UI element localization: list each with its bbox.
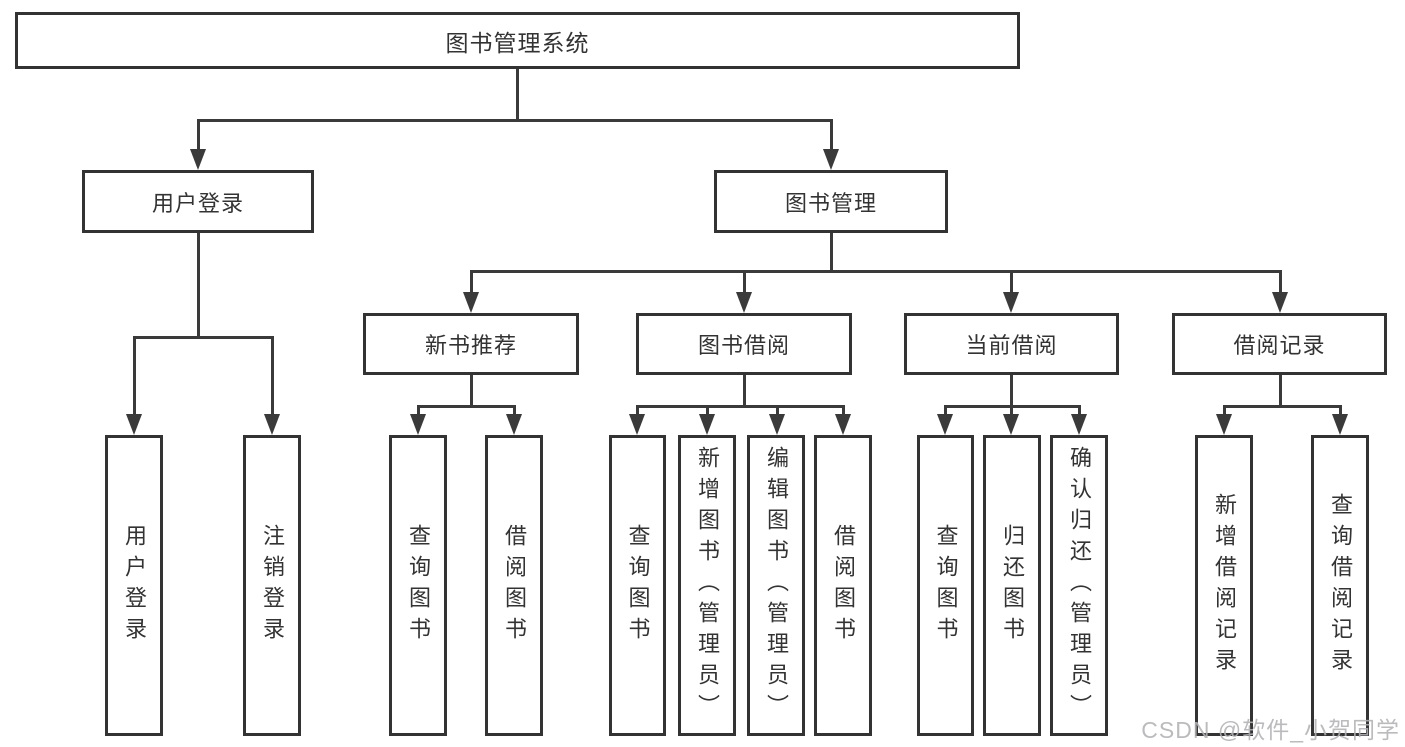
connector-line [1010, 270, 1013, 295]
leaf-label: 查询图书 [406, 523, 431, 648]
leaf-label: 借阅图书 [831, 523, 856, 648]
leaf-logout: 注销登录 [243, 435, 301, 736]
connector-line [842, 405, 845, 417]
leaf-borrow-books: 借阅图书 [814, 435, 872, 736]
leaf-add-borrow-record: 新增借阅记录 [1195, 435, 1253, 736]
connector-line [470, 270, 1282, 273]
node-book-management: 图书管理 [714, 170, 948, 233]
connector-line [1010, 375, 1013, 407]
node-label: 借阅记录 [1233, 333, 1326, 358]
down-arrowhead [937, 414, 953, 435]
leaf-edit-books-admin: 编辑图书（管理员） [747, 435, 805, 736]
leaf-label: 查询借阅记录 [1328, 492, 1353, 679]
connector-line [776, 405, 779, 417]
down-arrowhead [1272, 292, 1288, 313]
connector-line [944, 405, 947, 417]
connector-line [271, 336, 274, 416]
leaf-add-books-admin: 新增图书（管理员） [678, 435, 736, 736]
down-arrowhead [1071, 414, 1087, 435]
connector-line [513, 405, 516, 417]
down-arrowhead [629, 414, 645, 435]
leaf-query-borrow-record: 查询借阅记录 [1311, 435, 1369, 736]
connector-line [706, 405, 709, 417]
connector-line [743, 375, 746, 407]
node-current-borrow: 当前借阅 [904, 313, 1119, 375]
connector-line [830, 232, 833, 272]
connector-line [470, 375, 473, 407]
down-arrowhead [1003, 292, 1019, 313]
leaf-label: 借阅图书 [502, 523, 527, 648]
connector-line [197, 119, 200, 152]
connector-line [133, 336, 136, 416]
connector-line [417, 405, 420, 417]
node-label: 用户登录 [151, 190, 244, 216]
leaf-user-login: 用户登录 [105, 435, 163, 736]
connector-line [197, 232, 200, 338]
connector-line [830, 119, 833, 152]
down-arrowhead [264, 414, 280, 435]
down-arrowhead [823, 149, 839, 170]
leaf-query-books-borrow: 查询图书 [609, 435, 666, 736]
down-arrowhead [835, 414, 851, 435]
leaf-query-books-current: 查询图书 [917, 435, 974, 736]
node-label: 当前借阅 [965, 333, 1058, 358]
node-label: 新书推荐 [424, 333, 517, 358]
leaf-label: 查询图书 [933, 523, 959, 648]
down-arrowhead [190, 149, 206, 170]
leaf-borrow-books-recommend: 借阅图书 [485, 435, 543, 736]
node-label: 图书借阅 [697, 333, 790, 358]
connector-line [636, 405, 845, 408]
leaf-label: 编辑图书（管理员） [764, 446, 789, 725]
leaf-label: 归还图书 [1000, 523, 1025, 648]
connector-line [636, 405, 639, 417]
node-borrow-records: 借阅记录 [1172, 313, 1387, 375]
down-arrowhead [769, 414, 785, 435]
connector-line [197, 119, 833, 122]
connector-line [1339, 405, 1342, 417]
leaf-label: 新增图书（管理员） [695, 446, 720, 725]
down-arrowhead [506, 414, 522, 435]
leaf-label: 新增借阅记录 [1212, 492, 1237, 679]
connector-line [1279, 375, 1282, 407]
connector-line [1010, 405, 1013, 417]
down-arrowhead [1216, 414, 1232, 435]
node-user-login: 用户登录 [82, 170, 314, 233]
node-library-management-system: 图书管理系统 [15, 12, 1020, 69]
leaf-return-books: 归还图书 [983, 435, 1041, 736]
down-arrowhead [463, 292, 479, 313]
connector-line [417, 405, 516, 408]
node-label: 图书管理系统 [445, 29, 590, 56]
connector-line [1078, 405, 1081, 417]
node-label: 图书管理 [784, 190, 877, 216]
down-arrowhead [736, 292, 752, 313]
down-arrowhead [126, 414, 142, 435]
node-book-borrow: 图书借阅 [636, 313, 852, 375]
connector-line [1279, 270, 1282, 295]
connector-line [470, 270, 473, 295]
connector-line [133, 336, 274, 339]
leaf-label: 注销登录 [260, 523, 285, 648]
leaf-label: 查询图书 [625, 523, 651, 648]
leaf-query-books-recommend: 查询图书 [389, 435, 447, 736]
connector-line [516, 68, 519, 121]
down-arrowhead [699, 414, 715, 435]
down-arrowhead [410, 414, 426, 435]
connector-line [1223, 405, 1342, 408]
leaf-confirm-return-admin: 确认归还（管理员） [1050, 435, 1108, 736]
connector-line [1223, 405, 1226, 417]
down-arrowhead [1003, 414, 1019, 435]
down-arrowhead [1332, 414, 1348, 435]
connector-line [743, 270, 746, 295]
leaf-label: 确认归还（管理员） [1067, 446, 1092, 725]
leaf-label: 用户登录 [122, 523, 147, 648]
node-new-book-recommend: 新书推荐 [363, 313, 579, 375]
csdn-watermark: CSDN @软件_小贺同学 [1141, 717, 1400, 743]
